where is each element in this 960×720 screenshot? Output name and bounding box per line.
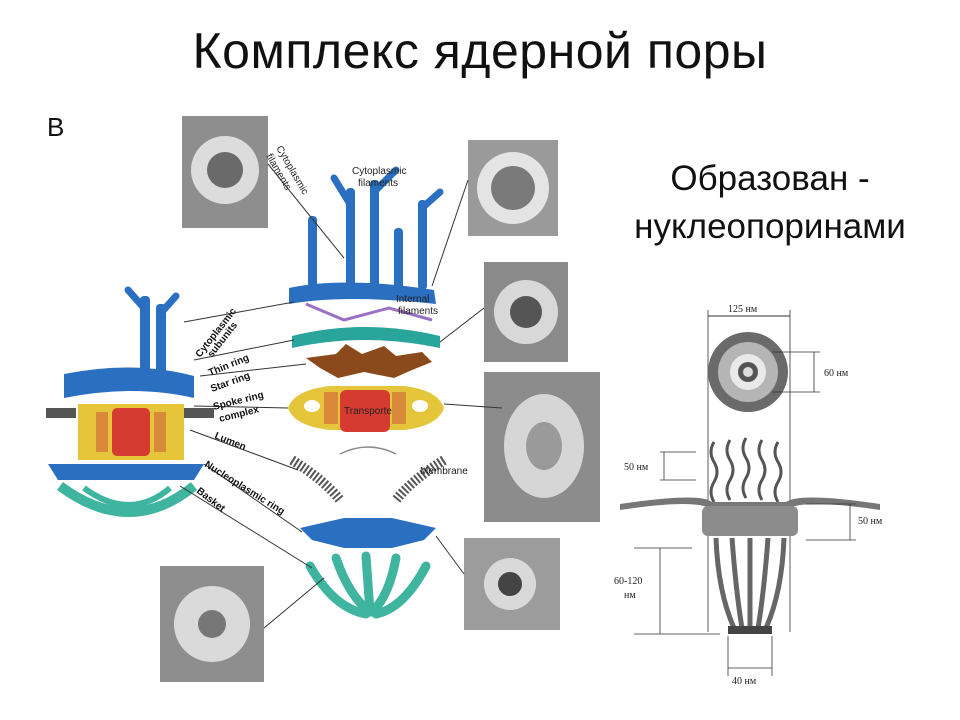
npc-side-basket bbox=[713, 537, 787, 630]
dim-125: 125 нм bbox=[728, 304, 758, 315]
em-micrograph-bottom-right bbox=[464, 538, 560, 630]
thin-ring-part bbox=[292, 327, 440, 348]
cytoplasmic-filaments-part bbox=[289, 166, 444, 322]
label-cytoplasmic-filaments-top: Cytoplasmic bbox=[352, 166, 406, 177]
slide-title: Комплекс ядерной поры bbox=[192, 23, 768, 79]
leader-lines bbox=[179, 163, 503, 629]
membrane-label: Membrane bbox=[420, 466, 468, 477]
transporter-label: Transporter bbox=[344, 406, 396, 417]
label-internal-filaments-2: filaments bbox=[398, 306, 438, 317]
nucleoplasmic-ring-part bbox=[300, 518, 436, 548]
dim-60-120-unit: нм bbox=[624, 590, 636, 601]
npc-exploded-diagram: Transporter Membrane bbox=[46, 116, 600, 682]
npc-dimension-figure: 125 нм 60 нм 50 нм 50 нм 60-120 нм bbox=[614, 304, 883, 687]
subtitle-line-2: нуклеопоринами bbox=[634, 207, 906, 246]
dim-50a: 50 нм bbox=[624, 462, 649, 473]
dim-40: 40 нм bbox=[732, 676, 757, 687]
basket-part bbox=[305, 551, 431, 619]
npc-top-view bbox=[708, 332, 788, 412]
dim-50b: 50 нм bbox=[858, 516, 883, 527]
em-micrograph-mid-right bbox=[484, 262, 568, 362]
subtitle-line-1: Образован - bbox=[670, 159, 870, 198]
em-micrograph-top-right bbox=[468, 140, 558, 236]
label-lumen: Lumen bbox=[213, 431, 248, 453]
star-ring-part bbox=[306, 344, 432, 378]
em-micrograph-bottom-left bbox=[160, 566, 264, 682]
npc-side-body bbox=[702, 506, 798, 536]
panel-letter: B bbox=[47, 112, 65, 142]
dim-60-120: 60-120 bbox=[614, 576, 642, 587]
em-micrograph-top-left bbox=[182, 116, 268, 228]
membrane-part: Membrane bbox=[289, 446, 468, 504]
assembled-pore bbox=[46, 286, 214, 517]
label-basket: Basket bbox=[194, 486, 227, 515]
label-cytoplasmic-filaments-top-2: filaments bbox=[358, 178, 398, 189]
subtitle: Образован - нуклеопоринами bbox=[600, 155, 940, 251]
spoke-ring-complex-part: Transporter bbox=[288, 386, 444, 432]
dim-60: 60 нм bbox=[824, 368, 849, 379]
em-micrograph-large-right bbox=[484, 372, 600, 522]
npc-side-fibrils bbox=[709, 437, 783, 503]
label-internal-filaments: Internal bbox=[396, 294, 429, 305]
